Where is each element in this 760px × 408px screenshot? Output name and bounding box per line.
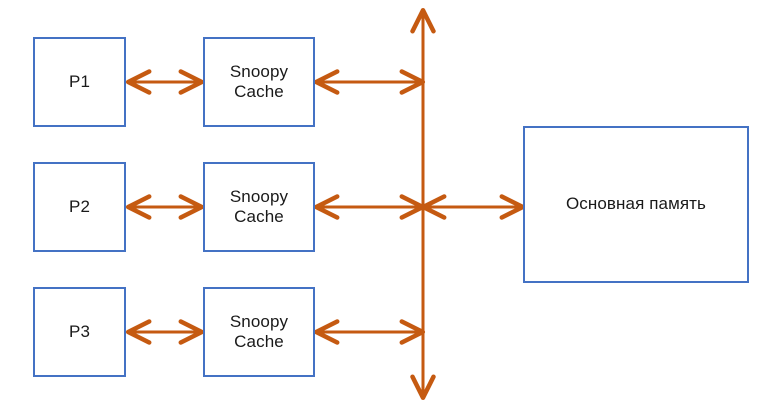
processor-box-p1: P1 [33,37,126,127]
main-memory-label: Основная память [565,194,707,214]
cache-label-1: Snoopy Cache [229,61,289,101]
processor-box-p2: P2 [33,162,126,252]
cache-label-3: Snoopy Cache [229,311,289,351]
processor-box-p3: P3 [33,287,126,377]
cache-box-3: Snoopy Cache [203,287,315,377]
processor-label-p3: P3 [69,321,90,341]
processor-label-p1: P1 [69,71,90,91]
processor-label-p2: P2 [69,196,90,216]
cache-box-2: Snoopy Cache [203,162,315,252]
cache-label-2: Snoopy Cache [229,186,289,226]
main-memory-box: Основная память [523,126,749,283]
cache-box-1: Snoopy Cache [203,37,315,127]
